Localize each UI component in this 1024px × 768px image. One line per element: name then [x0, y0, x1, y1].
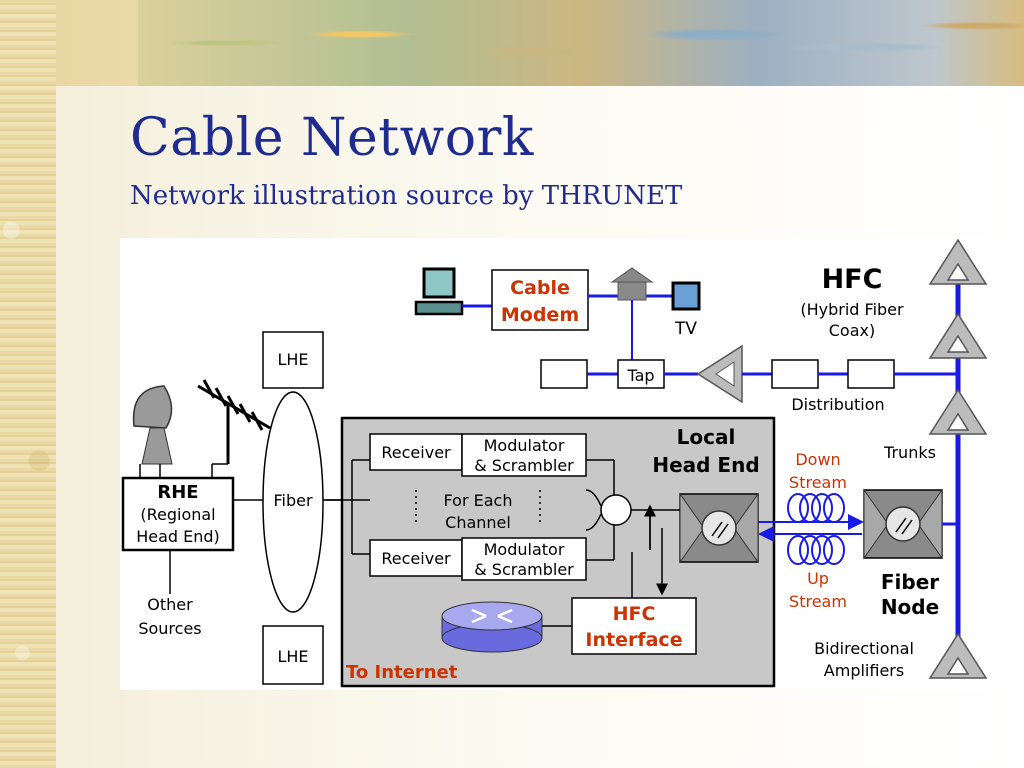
- local-head-end-label-1: Local: [677, 425, 736, 449]
- hfc-interface-box: [571, 597, 697, 655]
- down-stream-label-1: Down: [795, 450, 840, 469]
- house-icon: [610, 267, 654, 301]
- hfc-subtitle-1: (Hybrid Fiber: [800, 300, 904, 319]
- cable-modem-label-1: Cable: [510, 277, 570, 299]
- for-each-channel-label-1: For Each: [444, 491, 513, 510]
- modulator-box-bottom: [461, 537, 587, 581]
- hfc-title: HFC: [822, 264, 883, 295]
- rhe-label-1: RHE: [157, 482, 198, 503]
- other-sources-label-2: Sources: [138, 619, 201, 638]
- tap-box: [617, 359, 665, 389]
- lhe-box-bottom: [262, 625, 324, 685]
- decorative-banner: [138, 0, 1024, 86]
- lhe-label-top: LHE: [277, 350, 308, 369]
- trunks-label: Trunks: [883, 443, 936, 462]
- down-stream-label-2: Stream: [789, 473, 847, 492]
- distribution-amplifier-icon: [696, 344, 743, 404]
- fiber-node-label-2: Node: [881, 595, 939, 619]
- modulator-label-top-1: Modulator: [484, 436, 565, 455]
- to-internet-label: To Internet: [346, 662, 458, 683]
- cable-modem-box: [491, 269, 589, 331]
- computer-icon: [414, 267, 464, 316]
- cable-network-diagram: Cable Modem TV HFC (Hybrid Fiber Coax) T…: [120, 238, 1024, 690]
- distribution-label: Distribution: [791, 395, 884, 414]
- trunk-amplifier-icon: [928, 238, 988, 679]
- bidirectional-amplifiers-label-2: Amplifiers: [824, 661, 904, 680]
- hfc-interface-label-1: HFC: [613, 603, 656, 625]
- lhe-label-bottom: LHE: [277, 647, 308, 666]
- up-stream-coil-icon: [787, 535, 845, 565]
- slide-title: Cable Network: [130, 108, 534, 168]
- rhe-box: [121, 476, 235, 552]
- satellite-dish-icon: [132, 385, 173, 478]
- local-head-end-label-2: Head End: [652, 453, 759, 477]
- rhe-label-2: (Regional: [140, 505, 215, 524]
- modulator-label-bottom-1: Modulator: [484, 540, 565, 559]
- modulator-label-bottom-2: & Scrambler: [474, 560, 574, 579]
- hfc-interface-label-2: Interface: [585, 629, 682, 651]
- router-icon: [441, 601, 543, 653]
- fiber-ring: [262, 391, 324, 613]
- receiver-label-top: Receiver: [381, 443, 451, 462]
- head-end-transceiver-icon: [679, 492, 759, 564]
- fiber-node-icon: [863, 488, 943, 560]
- slide-subtitle: Network illustration source by THRUNET: [130, 181, 683, 211]
- fiber-node-label-1: Fiber: [881, 570, 939, 594]
- receiver-label-bottom: Receiver: [381, 549, 451, 568]
- antenna-icon: [197, 379, 271, 478]
- receiver-box-top: [369, 433, 463, 471]
- up-stream-label-1: Up: [807, 569, 829, 588]
- other-sources-label-1: Other: [147, 595, 193, 614]
- modulator-box-top: [461, 433, 587, 477]
- down-stream-coil-icon: [787, 493, 845, 523]
- tv-label: TV: [674, 319, 697, 339]
- modulator-label-top-2: & Scrambler: [474, 456, 574, 475]
- tap-label: Tap: [626, 366, 654, 385]
- cable-modem-label-2: Modem: [501, 304, 579, 326]
- receiver-box-bottom: [369, 539, 463, 577]
- combiner-icon: [600, 494, 632, 526]
- distribution-box-mid: [771, 359, 819, 389]
- up-stream-label-2: Stream: [789, 592, 847, 611]
- bidirectional-amplifiers-label-1: Bidirectional: [814, 639, 914, 658]
- distribution-box-right: [847, 359, 895, 389]
- hfc-subtitle-2: Coax): [829, 321, 875, 340]
- for-each-channel-label-2: Channel: [445, 513, 511, 532]
- fiber-label: Fiber: [273, 491, 312, 510]
- lhe-box-top: [262, 331, 324, 389]
- distribution-box-left: [540, 359, 588, 389]
- tv-icon: [671, 281, 701, 311]
- background-left-strip: [0, 0, 56, 768]
- rhe-label-3: Head End): [136, 527, 220, 546]
